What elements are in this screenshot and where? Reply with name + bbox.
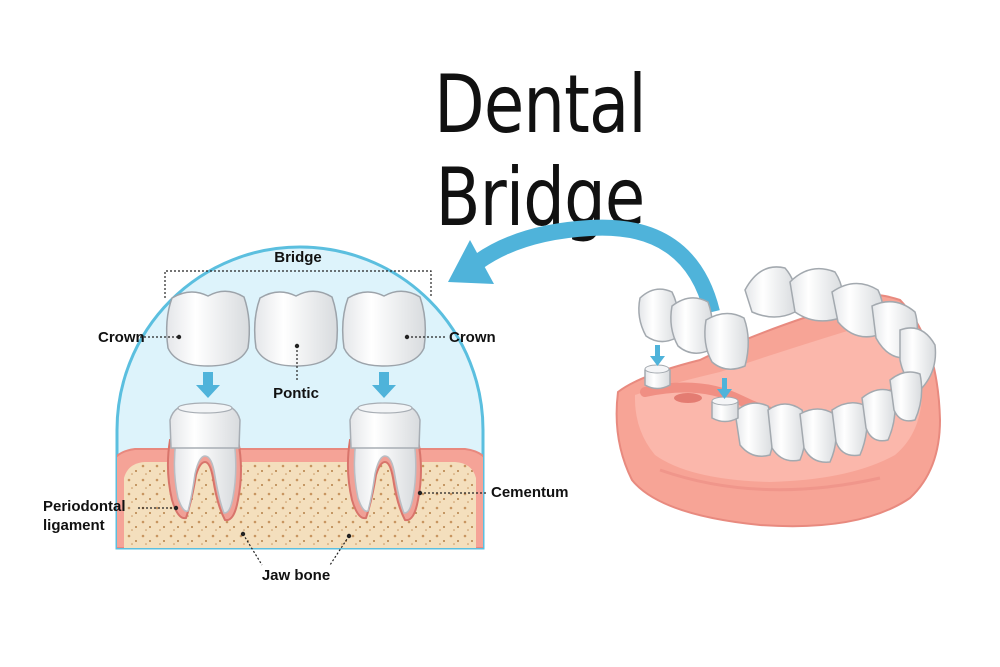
pontic-shape: [253, 290, 339, 367]
label-cementum: Cementum: [491, 484, 569, 501]
front-teeth-row: [734, 371, 923, 463]
arrow-down-icon: [372, 372, 396, 398]
cross-section-view: Bridge Crown Crown Pontic Periodontal li…: [43, 245, 569, 584]
arrow-down-icon: [196, 372, 220, 398]
page-title: Dental Bridge: [434, 58, 646, 244]
jaw-model-3d: [615, 266, 942, 528]
curved-pointer-arrow: [448, 219, 720, 315]
abutment-tooth-right: [346, 402, 422, 522]
label-periodontal-ligament-2: ligament: [43, 517, 105, 534]
label-jaw-bone: Jaw bone: [262, 567, 330, 584]
label-periodontal-ligament-1: Periodontal: [43, 498, 126, 515]
leader-dots: [173, 334, 423, 539]
abutment-stubs: [644, 364, 739, 423]
arrow-down-icon: [650, 345, 665, 366]
placement-arrows: [196, 372, 396, 398]
abutment-tooth-left: [166, 402, 242, 522]
arrow-down-icon: [717, 378, 732, 399]
crown-left-shape: [165, 290, 251, 367]
label-pontic: Pontic: [273, 385, 319, 402]
floating-bridge: [638, 288, 749, 370]
label-bridge: Bridge: [274, 249, 322, 266]
bridge-crowns: [165, 290, 427, 367]
label-crown-right: Crown: [449, 329, 496, 346]
crown-right-shape: [341, 290, 427, 367]
jaw-arrows: [650, 345, 732, 399]
jaw-bone: [124, 462, 476, 548]
leader-lines: [136, 336, 488, 566]
back-teeth-row: [744, 266, 937, 389]
label-crown-left: Crown: [98, 329, 145, 346]
bridge-bracket: [164, 270, 432, 298]
